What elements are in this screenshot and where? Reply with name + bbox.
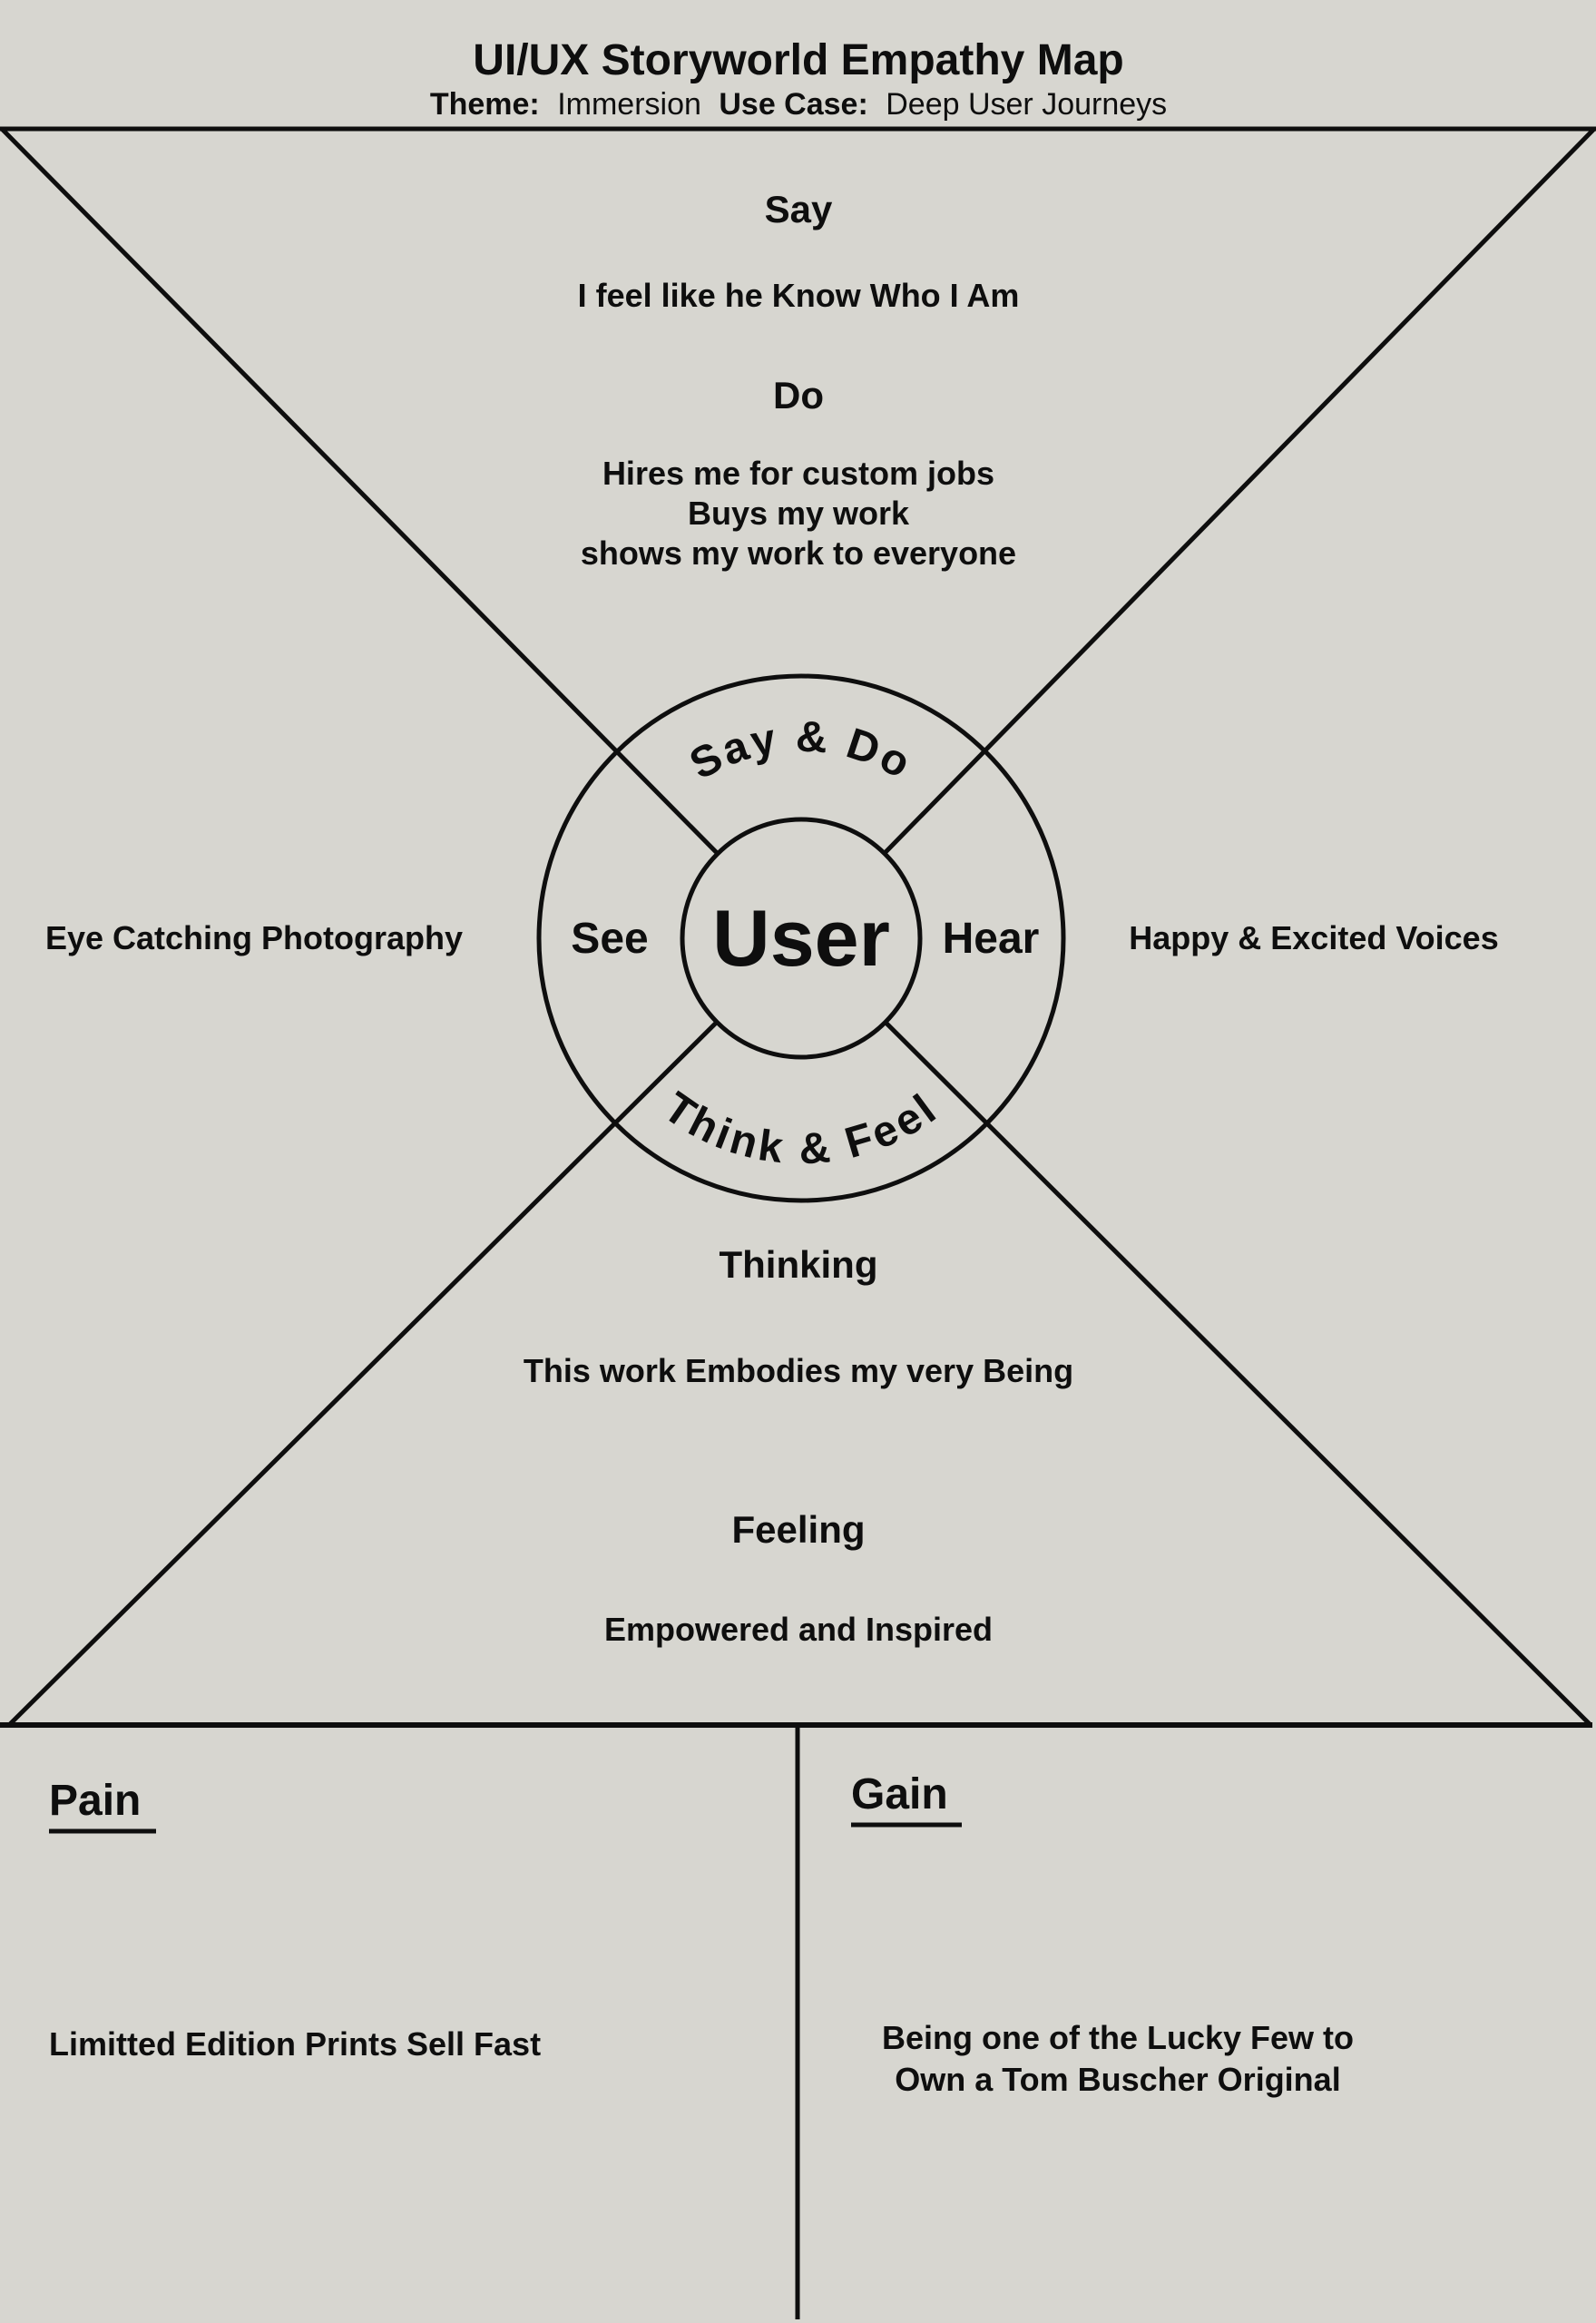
feeling-quote: Empowered and Inspired	[604, 1611, 993, 1648]
say-heading: Say	[765, 188, 833, 230]
pain-heading: Pain	[49, 1777, 141, 1825]
thinking-heading: Thinking	[720, 1243, 878, 1286]
ring-label-hear: Hear	[943, 915, 1040, 963]
ring-label-say-do: Say & Do	[682, 712, 920, 789]
diagonal-top-left	[0, 127, 803, 940]
hub-user-label: User	[712, 893, 890, 983]
see-quadrant-label: Eye Catching Photography	[45, 919, 463, 956]
feeling-heading: Feeling	[731, 1508, 865, 1551]
do-item: shows my work to everyone	[581, 534, 1016, 572]
do-heading: Do	[773, 374, 824, 417]
page-title: UI/UX Storyworld Empathy Map	[473, 36, 1123, 84]
do-item: Hires me for custom jobs	[602, 455, 994, 492]
diagonal-top-right	[799, 127, 1596, 940]
say-quote: I feel like he Know Who I Am	[578, 277, 1020, 314]
page-subtitle: Theme: Immersion Use Case: Deep User Jou…	[430, 87, 1167, 122]
do-item: Buys my work	[688, 495, 910, 532]
pain-item: Limitted Edition Prints Sell Fast	[49, 2025, 541, 2063]
gain-item-line: Being one of the Lucky Few to	[882, 2019, 1354, 2056]
gain-heading: Gain	[851, 1770, 948, 1818]
ring-label-think-feel: Think & Feel	[655, 1083, 947, 1174]
hear-quadrant-label: Happy & Excited Voices	[1129, 919, 1498, 956]
hub-outer-circle	[536, 673, 1066, 1203]
subtitle-usecase-value: Deep User Journeys	[886, 87, 1167, 122]
ring-label-see: See	[571, 915, 648, 963]
diagonal-bottom-left	[7, 936, 803, 1727]
subtitle-theme-label: Theme:	[430, 87, 540, 122]
hub-inner-circle	[680, 817, 923, 1060]
diagonal-bottom-right	[799, 936, 1592, 1727]
thinking-quote: This work Embodies my very Being	[524, 1352, 1073, 1389]
subtitle-theme-value: Immersion	[557, 87, 701, 122]
gain-item-line: Own a Tom Buscher Original	[895, 2061, 1340, 2098]
subtitle-usecase-label: Use Case:	[719, 87, 867, 122]
